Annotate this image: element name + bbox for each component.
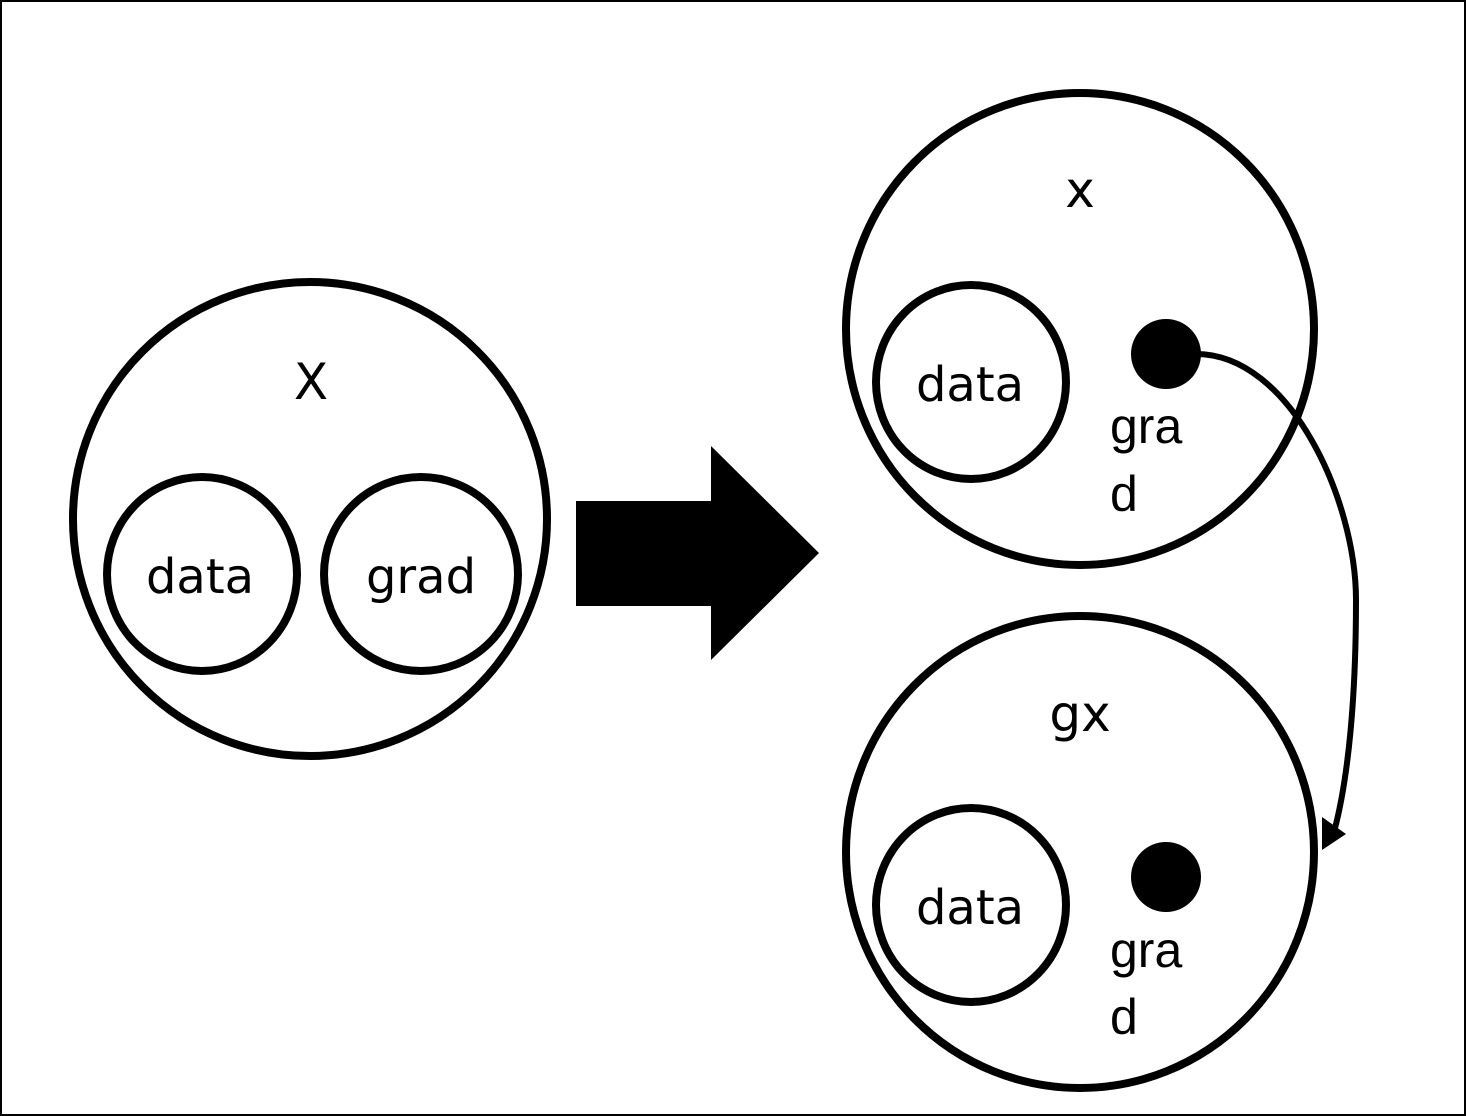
left-variable-outer-circle [69,278,551,760]
right-bottom-variable-node: gx data gra d [842,612,1318,1092]
left-grad-circle [320,473,522,675]
grad-reference-arrowhead-icon [1322,817,1346,850]
left-grad-label: grad [366,549,476,605]
grad-reference-arrow [1195,351,1360,833]
right-top-grad-label-line2: d [1110,466,1138,522]
right-top-variable-name: x [1065,161,1095,219]
right-bottom-grad-reference-dot [1131,842,1201,912]
right-top-grad-label-line1: gra [1110,398,1182,454]
right-bottom-outer-circle [842,612,1318,1092]
right-top-grad-reference-dot [1131,319,1201,389]
right-top-data-label: data [916,357,1024,413]
left-data-circle [103,473,301,675]
left-variable-name: X [294,353,328,411]
left-data-label: data [146,549,254,605]
right-bottom-data-label: data [916,880,1024,936]
right-top-outer-circle [842,89,1318,569]
right-arrow-icon [576,446,819,660]
right-bottom-variable-name: gx [1049,685,1110,743]
right-bottom-grad-label-line2: d [1110,989,1138,1045]
left-variable-node: X data grad [69,278,551,760]
right-bottom-grad-label-line1: gra [1110,922,1182,978]
right-bottom-data-circle [872,804,1070,1006]
right-top-data-circle [872,281,1070,483]
right-top-variable-node: x data gra d [842,89,1318,569]
